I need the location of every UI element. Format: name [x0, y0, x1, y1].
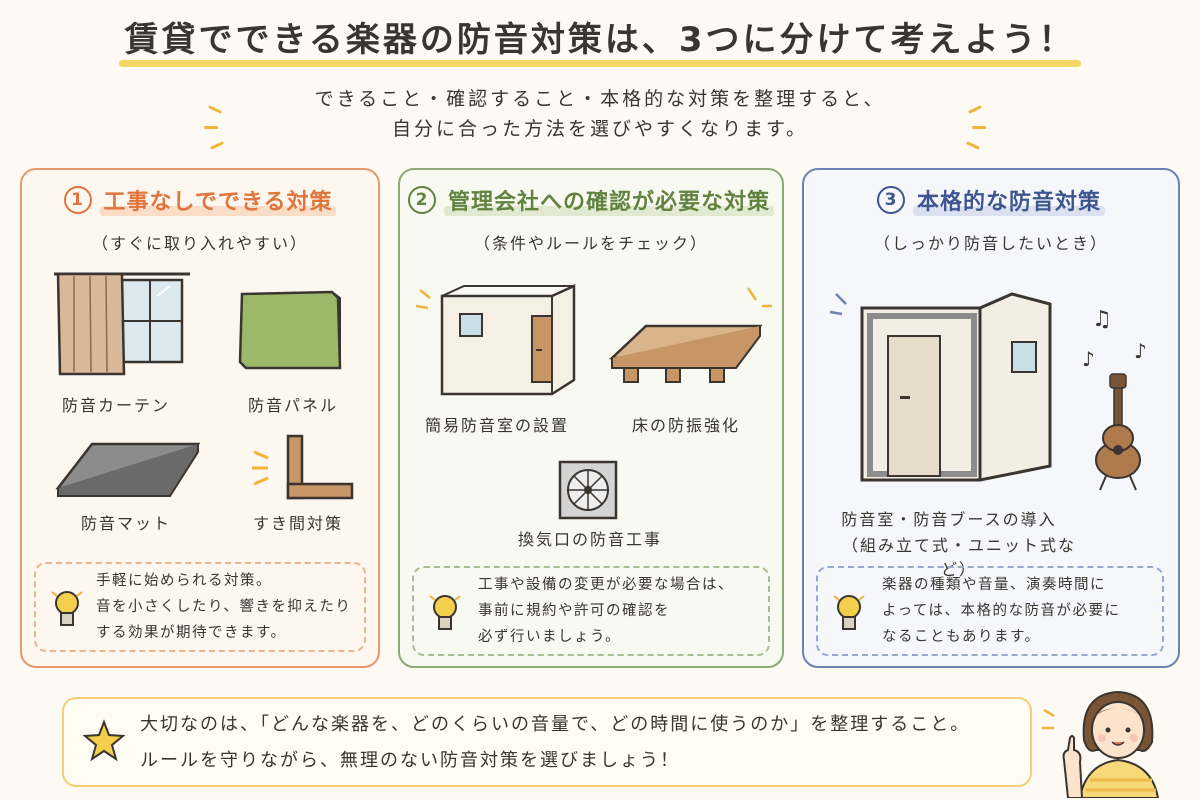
panel-1-tip-text: 手軽に始められる対策。 音を小さくしたり、響きを抑えたり する効果が期待できます… — [96, 568, 351, 646]
gap-sealing-icon — [252, 434, 354, 500]
panel-3-subtitle: （しっかり防音したいとき） — [873, 234, 1108, 253]
item-booth-types: （組み立て式・ユニット式など） — [841, 536, 1076, 579]
soundproof-curtain-icon — [54, 272, 190, 376]
panel-2-tip-text: 工事や設備の変更が必要な場合は、 事前に規約や許可の確認を 必ず行いましょう。 — [478, 572, 734, 650]
svg-text:♪: ♪ — [1134, 339, 1147, 363]
star-icon — [82, 719, 126, 762]
tip-line: なることもあります。 — [882, 629, 1041, 645]
item-floor-vibration: 床の防振強化 — [631, 416, 740, 435]
panel-2-title-text: 管理会社への確認が必要な対策 — [447, 190, 770, 215]
panel-3-tip-box: 楽器の種類や音量、演奏時間に よっては、本格的な防音が必要に なることもあります… — [816, 566, 1164, 656]
item-soundproof-panel: 防音パネル — [247, 396, 338, 415]
svg-text:♫: ♫ — [1092, 307, 1112, 332]
soundproof-mat-icon — [55, 442, 201, 497]
soundproof-booth-icon — [829, 292, 1052, 482]
summary-text: 大切なのは、「どんな楽器を、どのくらいの音量で、どの時間に使うのか」を整理するこ… — [140, 707, 970, 779]
item-simple-soundproof-room: 簡易防音室の設置 — [424, 416, 569, 435]
item-soundproof-curtain: 防音カーテン — [61, 396, 170, 415]
floor-vibration-icon — [608, 287, 772, 383]
item-ventilation-soundproofing: 換気口の防音工事 — [517, 530, 662, 549]
tip-line: 必ず行いましょう。 — [478, 629, 622, 645]
tip-line: する効果が期待できます。 — [96, 625, 287, 641]
intro-line-1: できること・確認すること・本格的な対策を整理すると、 — [314, 88, 886, 110]
simple-soundproof-room-icon — [415, 284, 576, 396]
panel-2-subtitle: （条件やルールをチェック） — [473, 234, 708, 253]
tip-line: よっては、本格的な防音が必要に — [882, 603, 1121, 619]
panel-full-soundproofing: 3 本格的な防音対策 （しっかり防音したいとき） ♫ ♪ ♪ 防音室・防音ブースの… — [802, 168, 1180, 668]
page-title-text: 賃貸でできる楽器の防音対策は、3つに分けて考えよう！ — [124, 20, 1076, 60]
intro-text: できること・確認すること・本格的な対策を整理すると、 自分に合った方法を選びやす… — [0, 84, 1200, 144]
soundproof-panel-icon — [238, 290, 342, 370]
title-underline — [118, 60, 1082, 67]
panel-2-title: 2 管理会社への確認が必要な対策 — [400, 184, 782, 216]
panel-2-number: 2 — [407, 186, 436, 214]
lightbulb-icon — [51, 591, 83, 626]
panel-1-title-text: 工事なしでできる対策 — [103, 190, 333, 215]
svg-text:♪: ♪ — [1082, 347, 1095, 371]
tip-line: 事前に規約や許可の確認を — [478, 603, 670, 619]
sparkle-mark — [972, 126, 986, 129]
summary-box: 大切なのは、「どんな楽器を、どのくらいの音量で、どの時間に使うのか」を整理するこ… — [62, 697, 1032, 787]
summary-line-2: ルールを守りながら、無理のない防音対策を選びましょう！ — [140, 750, 680, 771]
panel-management-confirmation: 2 管理会社への確認が必要な対策 （条件やルールをチェック） 簡易防音室の設置 床… — [398, 168, 784, 668]
pointing-person-illustration — [1042, 690, 1160, 798]
lightbulb-icon — [429, 595, 461, 630]
intro-line-2: 自分に合った方法を選びやすくなります。 — [391, 118, 809, 140]
panel-3-title: 3 本格的な防音対策 — [804, 184, 1178, 216]
panel-3-number: 3 — [876, 186, 905, 214]
item-soundproof-mat: 防音マット — [80, 514, 171, 533]
panel-3-title-text: 本格的な防音対策 — [916, 190, 1101, 215]
item-soundproof-booth: 防音室・防音ブースの導入 — [841, 510, 1057, 529]
panel-1-title: 1 工事なしでできる対策 — [22, 184, 378, 216]
item-gap-sealing: すき間対策 — [252, 514, 343, 533]
panel-1-subtitle: （すぐに取り入れやすい） — [91, 234, 308, 253]
tip-line: 工事や設備の変更が必要な場合は、 — [478, 577, 734, 593]
tip-line: 音を小さくしたり、響きを抑えたり — [96, 599, 352, 615]
panel-no-construction: 1 工事なしでできる対策 （すぐに取り入れやすい） 防音カーテン 防音パネル 防音… — [20, 168, 380, 668]
lightbulb-icon — [833, 595, 865, 630]
panel-1-tip-box: 手軽に始められる対策。 音を小さくしたり、響きを抑えたり する効果が期待できます… — [34, 562, 366, 652]
panel-3-tip-text: 楽器の種類や音量、演奏時間に よっては、本格的な防音が必要に なることもあります… — [882, 572, 1121, 650]
tip-line: 手軽に始められる対策。 — [96, 573, 272, 589]
panel-2-tip-box: 工事や設備の変更が必要な場合は、 事前に規約や許可の確認を 必ず行いましょう。 — [412, 566, 770, 656]
panel-1-number: 1 — [63, 186, 92, 214]
page-header: 賃貸でできる楽器の防音対策は、3つに分けて考えよう！ — [0, 8, 1200, 69]
summary-line-1: 大切なのは、「どんな楽器を、どのくらいの音量で、どの時間に使うのか」を整理するこ… — [140, 714, 971, 735]
ventilation-fan-icon — [558, 460, 618, 520]
page-title: 賃貸でできる楽器の防音対策は、3つに分けて考えよう！ — [111, 8, 1090, 69]
sparkle-mark — [204, 126, 218, 129]
tip-line: 楽器の種類や音量、演奏時間に — [882, 577, 1106, 593]
guitar-music-notes-icon: ♫ ♪ ♪ — [1082, 307, 1147, 491]
